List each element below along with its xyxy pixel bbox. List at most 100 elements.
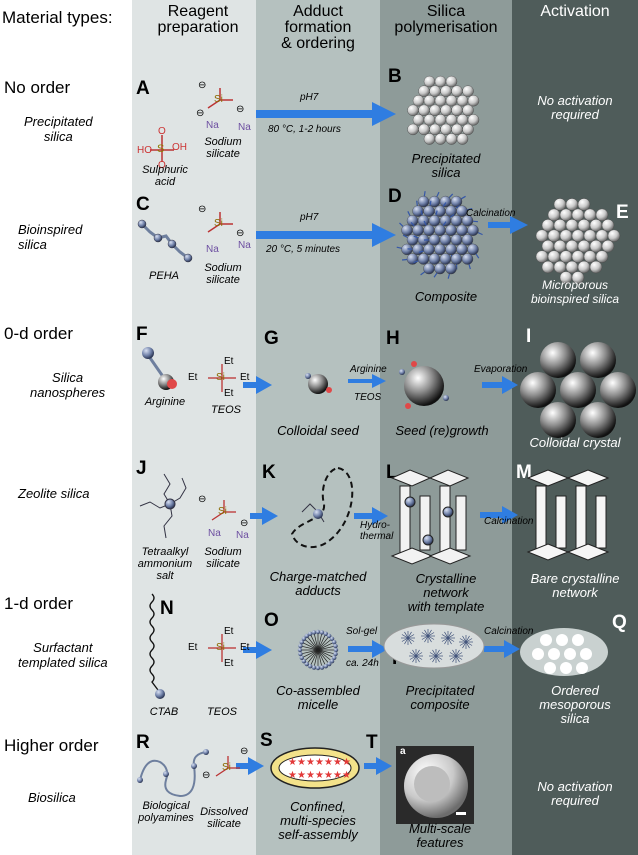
silica-particle (571, 208, 585, 222)
caption-co-assembled: Co-assembled micelle (276, 683, 360, 712)
surfactant-head (304, 633, 309, 639)
surfactant-head (333, 643, 338, 649)
caption-ordered-meso: Ordered mesoporous silica (539, 683, 611, 726)
chem-minus-j2: ⊖ (240, 518, 249, 529)
letter-q: Q (612, 612, 627, 633)
micelle-ray (432, 649, 437, 657)
micelle-ray (429, 655, 437, 660)
surfactant-head (323, 631, 329, 636)
arrow-c-to-d (256, 223, 396, 247)
surfactant-tail (310, 635, 319, 651)
star-mark: ★ (297, 757, 306, 768)
cond-arginine: Arginine (350, 364, 387, 375)
confined-self-assembly: ★★★★★★★★★★★★★★ (270, 747, 360, 789)
ordered-mesoporous (520, 628, 608, 676)
surfactant-tail (317, 646, 334, 651)
silica-particle (559, 229, 573, 242)
surfactant-tail (317, 635, 326, 651)
silica-particle (589, 260, 603, 274)
cond-hydrothermal: Hydro- thermal (360, 520, 394, 542)
chem-o2: O (158, 160, 166, 171)
co-assembled-micelle (297, 629, 339, 671)
arrow-f-to-g (243, 376, 272, 394)
micelle-ray (404, 637, 409, 645)
chem-si-f: Si (216, 372, 225, 383)
arrow-k-to-l (354, 507, 388, 525)
silica-particle (589, 219, 603, 232)
caption-crystalline-template: Crystalline network with template (407, 571, 485, 614)
teos-molecule-f (208, 364, 236, 392)
letter-j: J (136, 458, 147, 479)
label-sodium-silicate-c: Sodium silicate (204, 262, 242, 286)
chem-minus-a1: ⊖ (198, 80, 207, 91)
silica-particle (462, 85, 474, 97)
star-mark: ★ (324, 770, 333, 781)
surfactant-head (333, 651, 338, 657)
letter-n: N (160, 598, 174, 619)
biological-polyamines (137, 749, 209, 798)
label-teos-n: TEOS (207, 706, 237, 718)
silica-particle (423, 262, 435, 275)
silica-particle (577, 198, 591, 211)
micelle-ray (452, 655, 457, 663)
label-polyamines: Biological polyamines (138, 800, 194, 824)
micelle-ray (447, 631, 452, 639)
arrow-r-to-s (236, 757, 264, 775)
micelle-ray (449, 655, 457, 660)
arginine-molecule-f (142, 347, 177, 390)
silica-particle (423, 114, 436, 126)
silica-particle (571, 250, 585, 263)
surfactant-head (323, 664, 329, 669)
surfactant-tail (317, 649, 322, 666)
caption-composite: Composite (414, 289, 478, 304)
silica-particle (423, 95, 436, 107)
silica-particle (461, 215, 474, 227)
letter-s: S (260, 730, 273, 751)
silica-particle (541, 239, 555, 253)
silica-particle (451, 104, 463, 116)
material-bioinspired: Bioinspired silica (18, 222, 83, 252)
chem-et-n2: Et (240, 642, 250, 653)
micelle-ray (404, 631, 409, 639)
silica-particle (434, 224, 446, 236)
letter-a: A (136, 78, 150, 99)
silica-particle (595, 208, 609, 222)
micelle-ray (427, 629, 432, 637)
surfactant-tail (307, 649, 319, 663)
micelle-ray (435, 652, 443, 657)
caption-colloidal-seed: Colloidal seed (277, 423, 359, 438)
peha-chain (137, 219, 193, 263)
caption-multi-scale: Multi-scale features (408, 821, 472, 850)
silica-particle (423, 133, 436, 145)
silica-particle (456, 114, 469, 126)
header-material-types: Material types: (2, 8, 113, 27)
silica-particle (462, 123, 474, 136)
material-surfactant: Surfactant templated silica (18, 640, 108, 670)
silica-particle (467, 114, 480, 126)
silica-particle (559, 208, 573, 222)
caption-no-activation: No activation required (537, 93, 613, 122)
section-zero-d: 0-d order (4, 324, 73, 343)
caption-confined: Confined, multi-species self-assembly (278, 799, 358, 842)
caption-precipitated-composite: Precipitated composite (405, 683, 475, 712)
silica-particle (418, 123, 430, 136)
silica-particle (547, 208, 561, 222)
silica-particle (423, 205, 435, 217)
micelle-ray (409, 652, 417, 657)
micelle-ray (462, 641, 467, 649)
silica-particle (434, 133, 447, 145)
star-mark: ★ (342, 757, 351, 768)
silica-particle (467, 243, 479, 256)
dissolved-silicate-molecule (215, 756, 240, 777)
micelle-ray (447, 637, 455, 642)
silica-particle (577, 239, 591, 253)
surfactant-head (307, 664, 313, 669)
chem-si-n: Si (216, 642, 225, 653)
surfactant-head (327, 633, 332, 639)
chem-na-c1: Na (206, 244, 219, 255)
micelle-ray (427, 635, 435, 640)
surfactant-tail (303, 642, 319, 651)
silica-particle (440, 123, 452, 136)
silica-particle (601, 239, 615, 253)
header-reagent: Reagent preparation (157, 3, 239, 36)
